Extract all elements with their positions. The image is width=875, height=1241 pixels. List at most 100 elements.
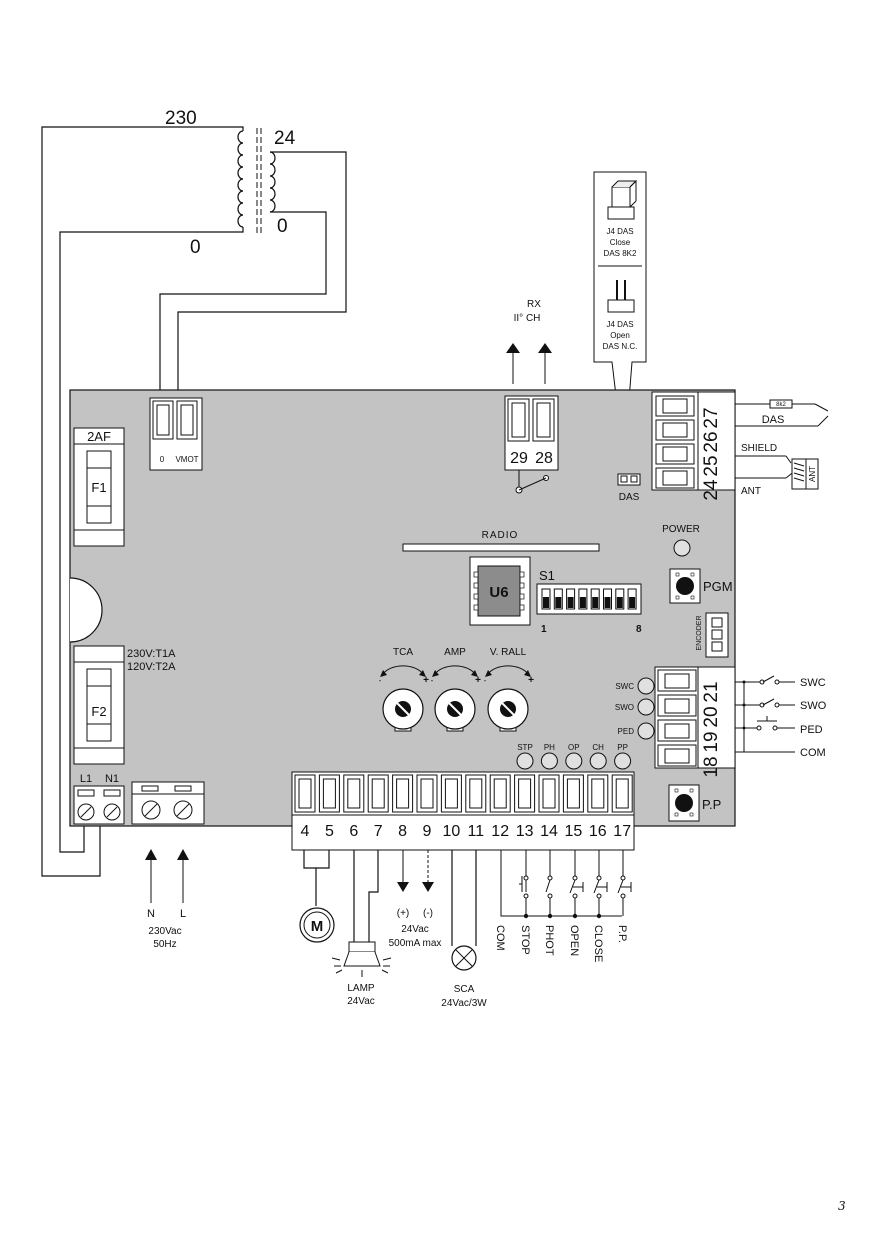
s1-dip-switch[interactable]: S1 1 8 xyxy=(536,568,642,635)
terminal-20: 20 xyxy=(701,706,722,727)
das-close-state: Close xyxy=(610,238,631,247)
input-label: STOP xyxy=(519,925,531,955)
limit-leds: SWC SWO PED xyxy=(615,677,655,740)
mains-terminal xyxy=(131,781,205,825)
jumper-open-icon xyxy=(607,280,635,313)
terminal-block-top-right: 27 26 25 24 xyxy=(651,391,736,501)
radio-slot xyxy=(402,543,600,552)
das-open-desc: DAS N.C. xyxy=(603,342,638,351)
trimmer-plus: + xyxy=(475,675,481,686)
terminal-vmot: VMOT xyxy=(175,455,198,464)
terminal-number: 8 xyxy=(398,823,407,840)
bottom-loads: M LAMP 24Vac (+) (-) 24Vac 500mA max xyxy=(299,850,487,1009)
status-led xyxy=(565,752,583,770)
arrow-up-icon xyxy=(177,849,189,860)
motor-label: M xyxy=(311,918,324,935)
led-ped xyxy=(637,722,655,740)
das-jumper: DAS xyxy=(617,473,641,503)
radio-terminal: 29 28 xyxy=(504,395,559,494)
s1-label: S1 xyxy=(539,568,555,583)
trimmer-plus: + xyxy=(423,675,429,686)
trimmer-arc xyxy=(487,665,529,675)
das-info-box: J4 DAS Close DAS 8K2 J4 DAS Open DAS N.C… xyxy=(593,171,647,464)
terminal-number: 17 xyxy=(613,823,631,840)
radio-rx: RX II° CH xyxy=(506,299,552,384)
terminal-block-right-mid: 21 20 19 18 xyxy=(654,666,736,778)
terminal-number: 9 xyxy=(423,823,432,840)
input-label: COM xyxy=(494,925,506,951)
terminal-19: 19 xyxy=(701,731,722,752)
output-swo: SWO xyxy=(800,700,827,712)
encoder-label: ENCODER xyxy=(696,615,703,650)
sca-name: SCA xyxy=(454,984,475,995)
das-ant-wiring: 8k2 DAS SHIELD ANT ANT xyxy=(735,399,829,497)
led-swo-label: SWO xyxy=(615,703,634,712)
terminal-n1: N1 xyxy=(105,773,119,785)
terminal-27: 27 xyxy=(701,407,722,428)
pp-button[interactable] xyxy=(668,784,700,822)
das-resistor: 8k2 xyxy=(776,402,786,408)
transformer-secondary-voltage: 24 xyxy=(274,128,296,149)
transformer-primary-voltage: 230 xyxy=(165,108,197,129)
pp-button-label: P.P xyxy=(702,797,721,812)
status-led-label: CH xyxy=(592,743,604,752)
fuse1-rating: 2AF xyxy=(87,429,111,444)
trimmer-label: TCA xyxy=(393,647,413,658)
terminal-28: 28 xyxy=(535,450,553,467)
page-number: 3 xyxy=(838,1199,846,1213)
status-led xyxy=(589,752,607,770)
terminal-24: 24 xyxy=(701,479,722,501)
terminal-number: 15 xyxy=(565,823,583,840)
sca-rating: 24Vac/3W xyxy=(441,998,487,1009)
transformer-wiring xyxy=(41,126,347,877)
status-led-label: OP xyxy=(568,743,580,752)
arrow-up-icon xyxy=(145,849,157,860)
output-ped: PED xyxy=(800,724,823,736)
u6-chip: U6 xyxy=(469,556,531,626)
output-swc: SWC xyxy=(800,677,826,689)
primary-coil xyxy=(237,130,244,228)
lamp-voltage: 24Vac xyxy=(347,996,375,1007)
input-label: CLOSE xyxy=(592,925,604,962)
fuse2-rating-120: 120V:T2A xyxy=(127,661,176,673)
terminal-25: 25 xyxy=(701,455,722,476)
secondary-coil xyxy=(269,151,276,213)
terminal-number: 13 xyxy=(516,823,534,840)
mains-n: N xyxy=(147,908,155,920)
aux-voltage: 24Vac xyxy=(401,924,429,935)
terminal-number: 14 xyxy=(540,823,558,840)
terminal-number: 10 xyxy=(443,823,461,840)
terminal-number: 4 xyxy=(301,823,310,840)
terminal-26: 26 xyxy=(701,431,722,452)
rx-channel: II° CH xyxy=(514,313,541,324)
terminal-number: 7 xyxy=(374,823,383,840)
ant-device-label: ANT xyxy=(808,466,817,482)
power-led xyxy=(673,539,691,557)
trimmer-minus: - xyxy=(431,676,434,685)
das-close-desc: DAS 8K2 xyxy=(604,249,637,258)
rx-label: RX xyxy=(527,299,541,310)
pgm-button[interactable] xyxy=(669,568,701,604)
aux-current: 500mA max xyxy=(389,938,442,949)
trimmer-minus: - xyxy=(484,676,487,685)
terminal-21: 21 xyxy=(701,681,722,702)
radio-label: RADIO xyxy=(482,530,519,541)
status-led-label: PP xyxy=(617,743,628,752)
limit-switch-wiring: SWC SWO PED COM xyxy=(735,675,827,759)
terminal-l1: L1 xyxy=(80,773,92,785)
fuse2-name: F2 xyxy=(91,704,106,719)
led-swo xyxy=(637,698,655,716)
aux-minus: (-) xyxy=(423,908,433,919)
arrow-up-icon xyxy=(538,343,552,353)
pgm-label: PGM xyxy=(703,579,733,594)
transformer-secondary-zero: 0 xyxy=(277,216,288,237)
trimmer-plus: + xyxy=(528,675,534,686)
dip-first-label: 1 xyxy=(541,624,547,635)
ant-label: ANT xyxy=(741,486,761,497)
encoder-connector: ENCODER xyxy=(696,612,729,658)
lamp-name: LAMP xyxy=(347,983,375,994)
power-terminal: L1 N1 xyxy=(73,773,125,825)
